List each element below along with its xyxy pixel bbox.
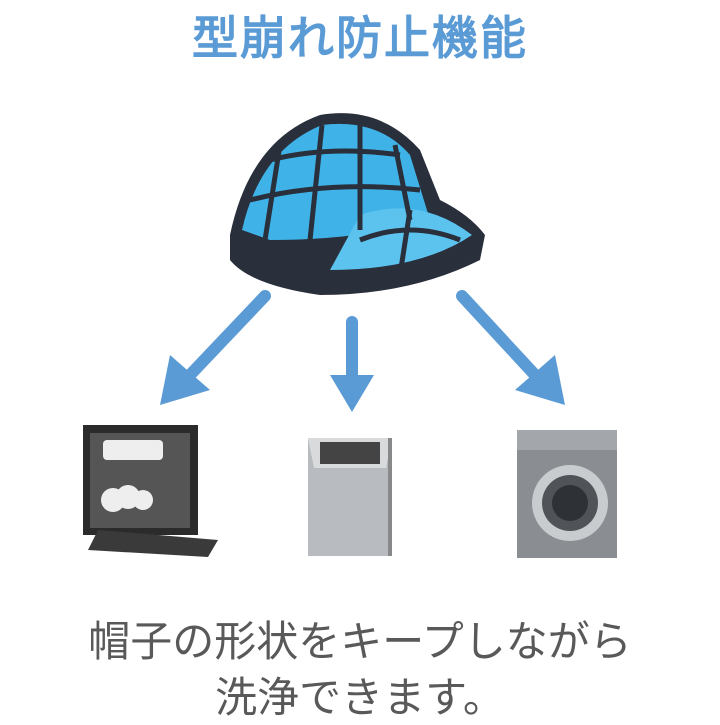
arrow-left-head	[160, 355, 210, 405]
arrow-center-head	[330, 375, 374, 412]
top-loader-washer-image	[308, 438, 392, 556]
dishwasher-image	[83, 425, 218, 557]
arrow-right-head	[515, 355, 565, 405]
cap-washer-image	[230, 113, 485, 295]
page-title: 型崩れ防止機能	[192, 11, 528, 65]
caption-line-2: 洗浄できます。	[215, 673, 505, 722]
caption-line-1: 帽子の形状をキープしながら	[88, 617, 632, 666]
arrow-left	[184, 290, 271, 381]
front-loader-washer-image	[517, 430, 617, 558]
arrow-right	[456, 290, 541, 381]
